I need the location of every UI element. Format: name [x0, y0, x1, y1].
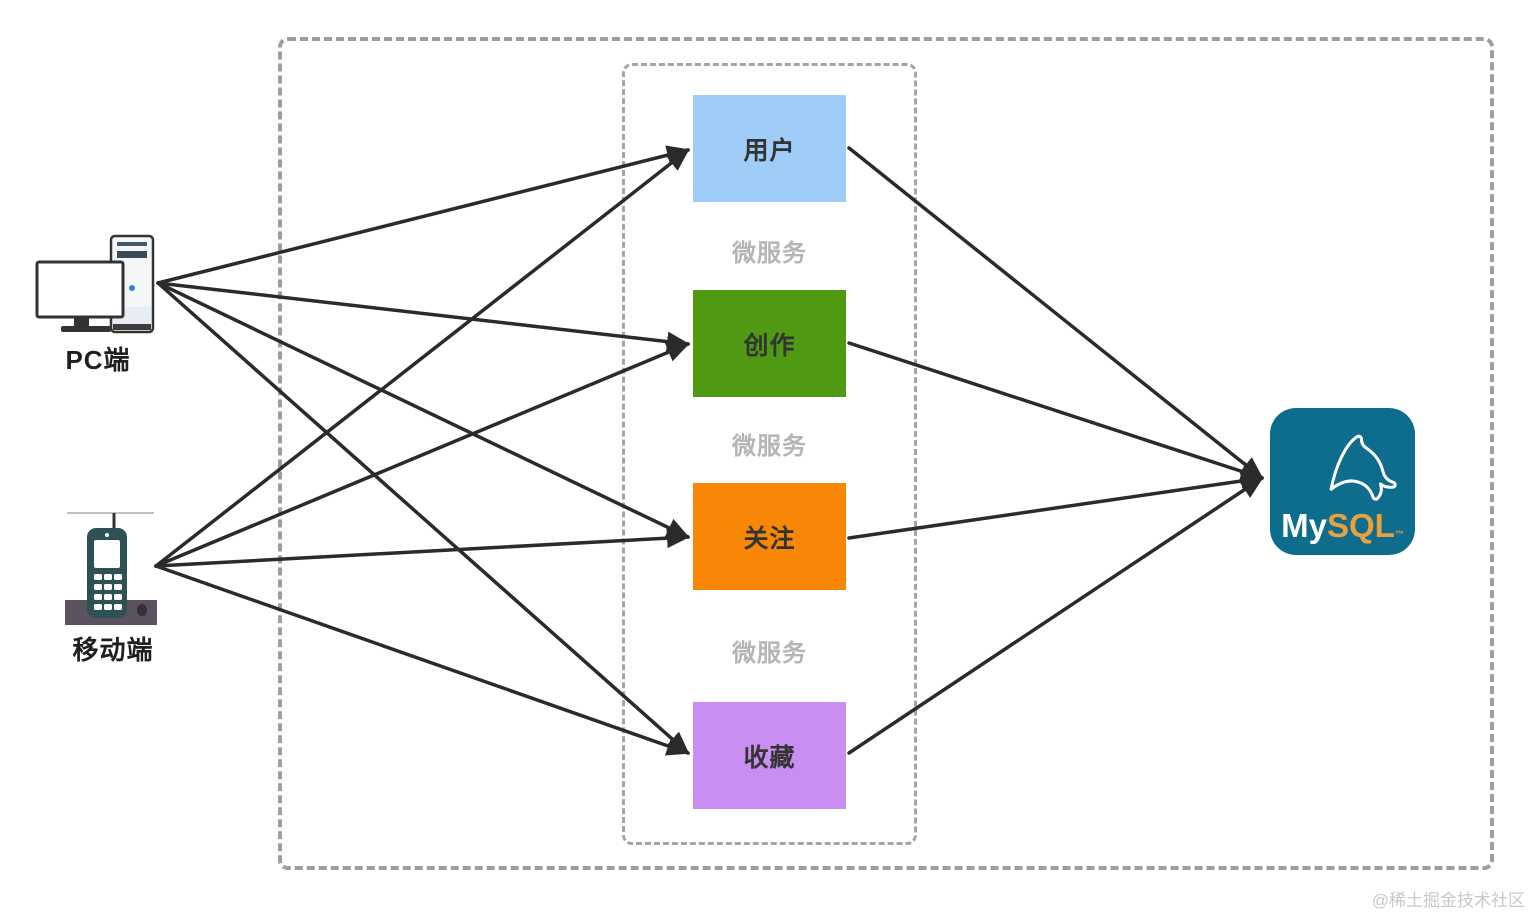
mysql-wordmark-sql: SQL	[1327, 507, 1395, 544]
mysql-trademark: ™	[1394, 529, 1404, 539]
pc-desktop-icon	[35, 234, 155, 334]
mysql-dolphin-icon	[1329, 434, 1397, 501]
service-node-follow: 关注	[693, 483, 846, 590]
service-node-label: 关注	[743, 524, 796, 553]
microservice-caption: 微服务	[732, 240, 807, 267]
service-node-create: 创作	[693, 290, 846, 397]
mysql-wordmark: MySQL™	[1270, 507, 1415, 545]
service-node-user: 用户	[693, 95, 846, 202]
watermark: @稀土掘金技术社区	[1371, 891, 1525, 910]
mobile-client-label: 移动端	[72, 635, 154, 665]
service-node-label: 用户	[743, 136, 796, 165]
service-node-favorite: 收藏	[693, 702, 846, 809]
mysql-database-node: MySQL™	[1270, 408, 1415, 555]
microservice-caption: 微服务	[732, 640, 807, 667]
pc-client-label: PC端	[65, 345, 131, 375]
mysql-wordmark-my: My	[1281, 507, 1327, 544]
microservice-caption: 微服务	[732, 433, 807, 460]
service-node-label: 收藏	[743, 743, 796, 772]
mobile-phone-icon	[65, 512, 157, 625]
service-node-label: 创作	[743, 331, 796, 360]
